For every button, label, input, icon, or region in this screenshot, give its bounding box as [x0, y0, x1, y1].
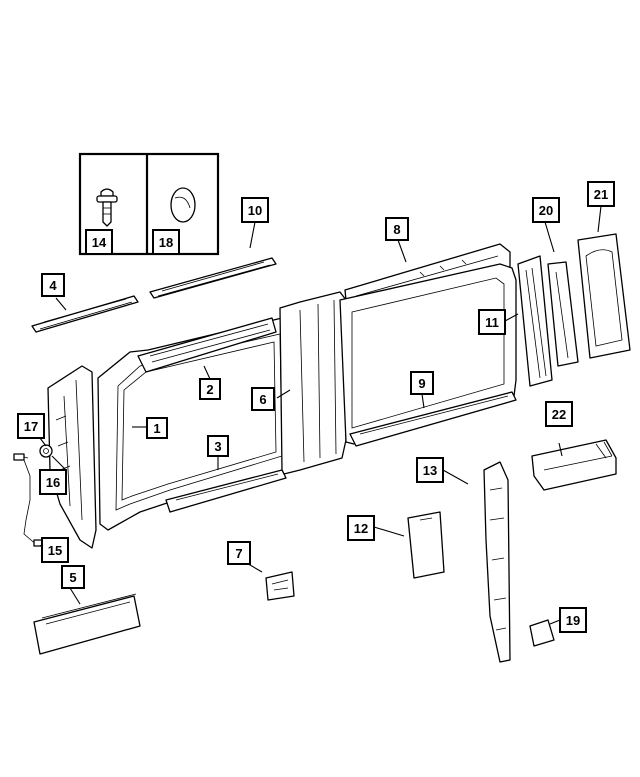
svg-text:5: 5: [69, 570, 76, 585]
callout-4: 4: [41, 273, 65, 297]
callout-7: 7: [227, 541, 251, 565]
callout-11: 11: [478, 309, 506, 335]
callout-14: 14: [85, 229, 113, 255]
svg-text:3: 3: [214, 439, 221, 454]
svg-text:8: 8: [393, 222, 400, 237]
svg-text:7: 7: [235, 546, 242, 561]
part-6-center-pillar: [279, 291, 347, 475]
callout-18: 18: [152, 229, 180, 255]
callout-17: 17: [17, 413, 45, 439]
part-16-clip: [39, 444, 53, 458]
callout-1: 1: [146, 417, 168, 439]
svg-text:21: 21: [594, 187, 608, 202]
callout-6: 6: [251, 387, 275, 411]
svg-text:12: 12: [354, 521, 368, 536]
svg-text:2: 2: [206, 382, 213, 397]
part-13-rear-pillar: [483, 461, 511, 663]
svg-text:20: 20: [539, 203, 553, 218]
callout-5: 5: [61, 565, 85, 589]
part-a-pillar: [47, 365, 97, 549]
part-12-panel: [407, 511, 445, 579]
callout-16: 16: [39, 469, 67, 495]
part-2-upper-rail: [137, 317, 277, 373]
callout-20: 20: [532, 197, 560, 223]
callout-2: 2: [199, 378, 221, 400]
part-22-block: [531, 439, 617, 491]
part-4-molding: [31, 295, 139, 333]
part-9-lower-rail: [349, 391, 517, 447]
svg-text:10: 10: [248, 203, 262, 218]
svg-text:22: 22: [552, 407, 566, 422]
part-10-molding: [149, 257, 277, 299]
svg-text:4: 4: [49, 278, 57, 293]
svg-text:13: 13: [423, 463, 437, 478]
part-19-cap: [529, 619, 555, 647]
part-3-lower-rail: [165, 469, 287, 513]
svg-text:14: 14: [92, 235, 107, 250]
svg-text:9: 9: [418, 376, 425, 391]
part-18-plug: [170, 187, 196, 223]
callout-15: 15: [41, 537, 69, 563]
part-20-trim: [547, 261, 579, 367]
part-21-window: [577, 233, 631, 359]
part-11-pillar-trim: [517, 255, 553, 387]
svg-text:16: 16: [46, 475, 60, 490]
svg-text:18: 18: [159, 235, 173, 250]
callout-22: 22: [545, 401, 573, 427]
part-14-push-pin: [96, 188, 118, 227]
callout-3: 3: [207, 435, 229, 457]
callout-8: 8: [385, 217, 409, 241]
svg-text:1: 1: [153, 421, 160, 436]
callout-21: 21: [587, 181, 615, 207]
callout-19: 19: [559, 607, 587, 633]
callout-12: 12: [347, 515, 375, 541]
part-15-harness: [13, 453, 45, 547]
part-5-bin: [33, 593, 141, 655]
callout-9: 9: [410, 371, 434, 395]
part-9-rear-panel: [339, 263, 517, 445]
callout-13: 13: [416, 457, 444, 483]
svg-text:15: 15: [48, 543, 62, 558]
svg-text:19: 19: [566, 613, 580, 628]
svg-text:11: 11: [485, 315, 499, 330]
svg-text:6: 6: [259, 392, 266, 407]
callout-10: 10: [241, 197, 269, 223]
part-7-bracket: [265, 571, 295, 601]
svg-text:17: 17: [24, 419, 38, 434]
